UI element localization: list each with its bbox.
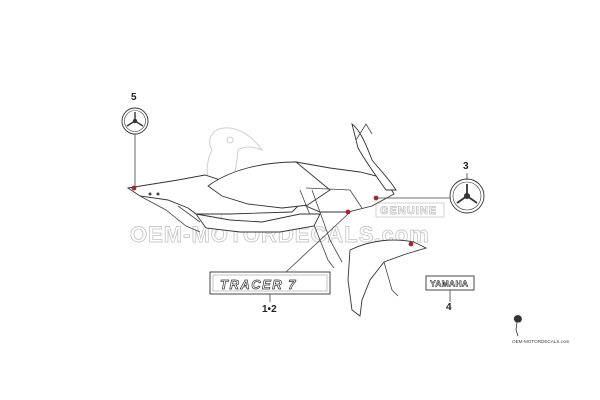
windscreen	[351, 122, 397, 191]
emblem-5-tuning-fork-icon	[121, 107, 149, 135]
marker-front	[373, 195, 379, 201]
marker-tail	[131, 185, 137, 191]
marker-side	[345, 209, 351, 215]
side-cowl	[294, 161, 395, 213]
corner-watermark-text: OEM-MOTORDECALS.com	[512, 339, 570, 344]
emblem-3-tuning-fork-icon	[449, 178, 485, 214]
marker-fender	[408, 241, 414, 247]
yamaha-decal-text: YAMAHA	[430, 279, 468, 289]
motorcycle-body	[126, 122, 428, 317]
corner-bird-icon	[513, 315, 522, 337]
callout-1-2: 1•2	[262, 304, 277, 315]
genuine-stamp-text: GENUINE	[380, 205, 437, 217]
tank-decal-text: TRACER 7	[220, 277, 297, 292]
front-fender	[347, 239, 428, 317]
callout-3: 3	[463, 161, 469, 172]
corner-watermark: OEM-MOTORDECALS.com	[512, 315, 570, 344]
callout-4: 4	[446, 302, 452, 313]
yamaha-decal: YAMAHA	[425, 275, 475, 291]
callout-5: 5	[131, 92, 137, 103]
lower-fairing	[194, 213, 321, 233]
leader-lines	[134, 134, 468, 302]
tank-decal: TRACER 7	[209, 271, 331, 295]
